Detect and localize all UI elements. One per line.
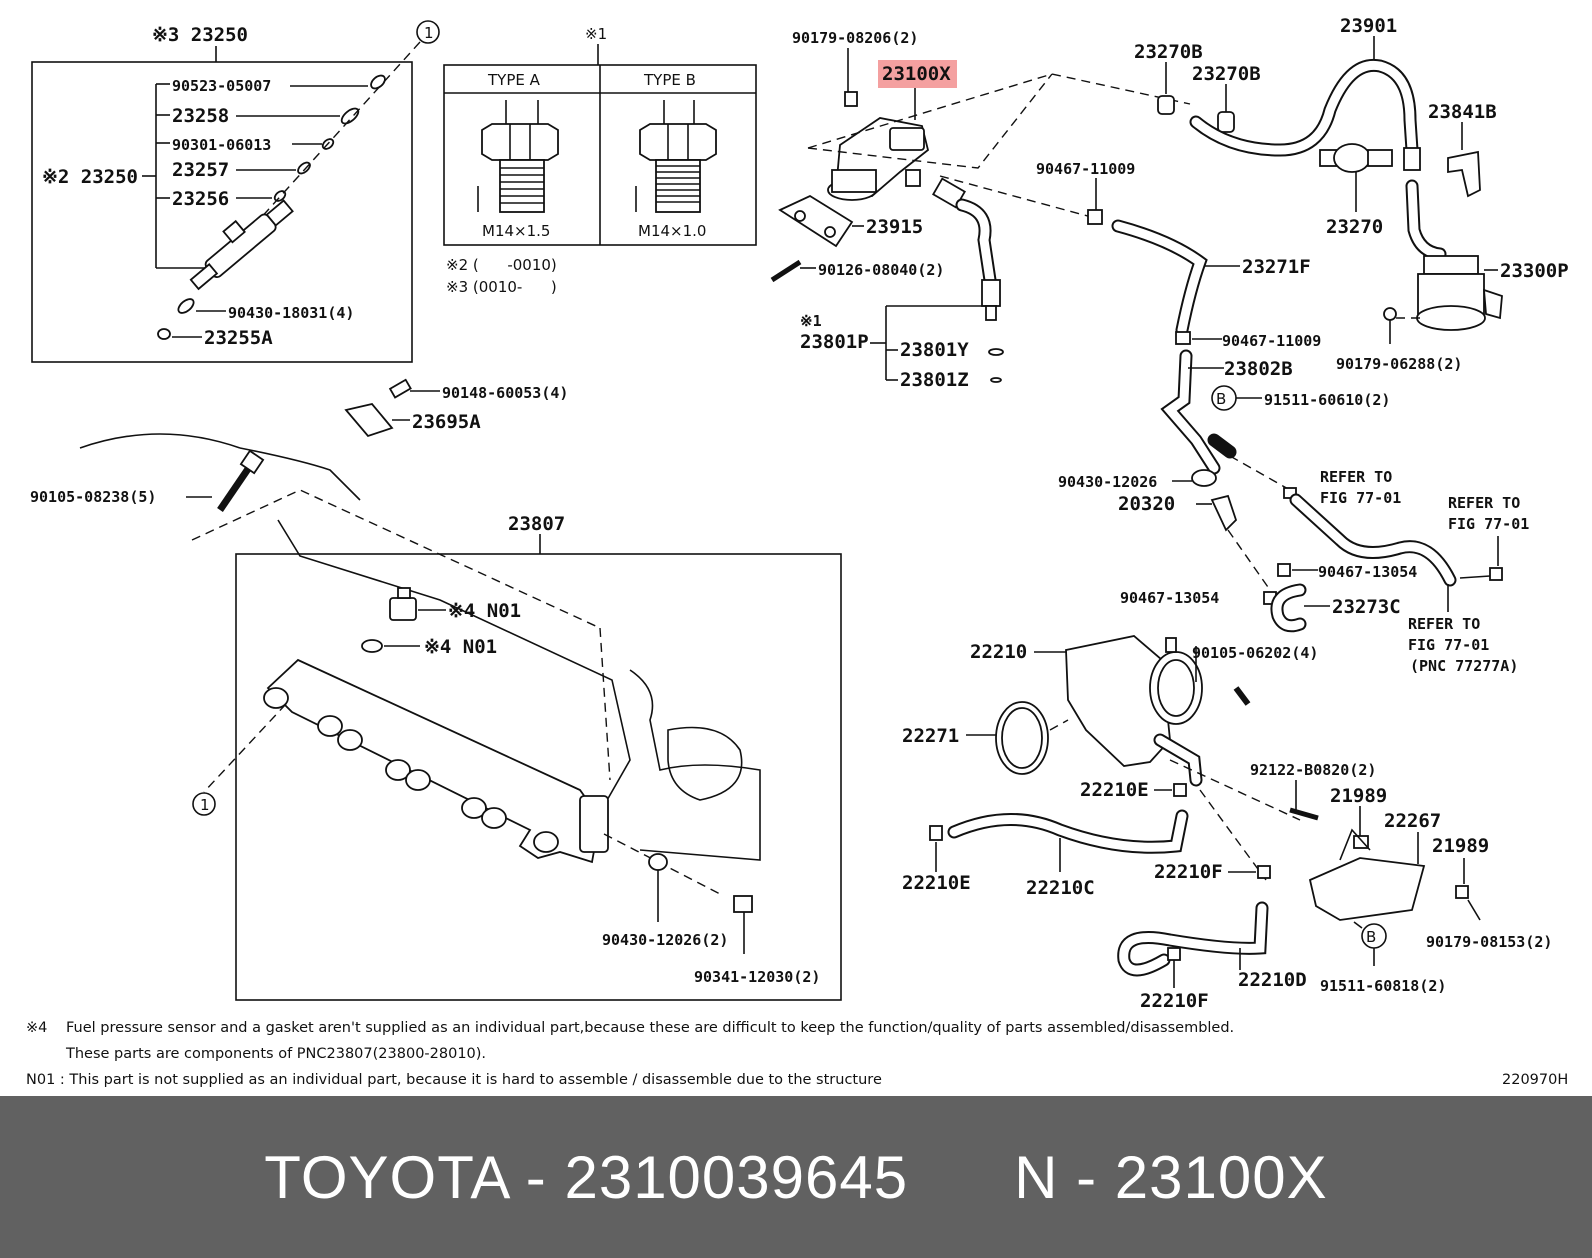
- refer-1b: FIG 77-01: [1320, 489, 1401, 507]
- label-23901: 23901: [1340, 15, 1397, 37]
- label-90105-06202: 90105-06202(4): [1192, 644, 1318, 662]
- label-22267: 22267: [1384, 810, 1441, 832]
- label-23300P: 23300P: [1500, 260, 1569, 282]
- injector-box-title: ※3 23250: [152, 24, 248, 46]
- label-n01-b: ※4 N01: [424, 636, 497, 658]
- label-90341-12030: 90341-12030(2): [694, 968, 820, 986]
- type-a-title: TYPE A: [487, 71, 541, 89]
- label-22271: 22271: [902, 725, 959, 747]
- label-23271F: 23271F: [1242, 256, 1311, 278]
- label-23256: 23256: [172, 188, 229, 210]
- label-91511-60610: 91511-60610(2): [1264, 391, 1390, 409]
- top-right-fuel-lines: 23270B 23270B 23901 23841B 23270 23300P …: [1134, 15, 1569, 373]
- label-90148-60053: 90148-60053(4): [442, 384, 568, 402]
- refer-2b: FIG 77-01: [1448, 515, 1529, 533]
- injector-side-label: ※2 23250: [42, 166, 138, 188]
- label-90301-06013: 90301-06013: [172, 136, 271, 154]
- label-20320: 20320: [1118, 493, 1175, 515]
- label-22210F-b: 22210F: [1140, 990, 1209, 1012]
- footer-bar: TOYOTA - 2310039645 N - 23100X: [0, 1096, 1592, 1258]
- note-4-line-2: These parts are components of PNC23807(2…: [65, 1046, 486, 1062]
- label-23270: 23270: [1326, 216, 1383, 238]
- footer-part-number: TOYOTA - 2310039645 N - 23100X: [264, 1143, 1328, 1211]
- label-90126-08040: 90126-08040(2): [818, 261, 944, 279]
- label-23807: 23807: [508, 513, 565, 535]
- label-22210C: 22210C: [1026, 877, 1095, 899]
- label-90179-08153: 90179-08153(2): [1426, 933, 1552, 951]
- label-23255A: 23255A: [204, 327, 273, 349]
- refer-3c: (PNC 77277A): [1410, 657, 1518, 675]
- label-23801P-mark: ※1: [800, 312, 822, 330]
- highlight-23100X: [878, 60, 957, 88]
- refer-3b: FIG 77-01: [1408, 636, 1489, 654]
- label-23270B-1: 23270B: [1134, 41, 1203, 63]
- type-b-thread: M14×1.0: [638, 222, 706, 240]
- type-a-thread: M14×1.5: [482, 222, 550, 240]
- throttle-body-area: 22210 90105-06202(4) 22271 22210E 92122-…: [902, 635, 1552, 1012]
- callout-b-2: B: [1366, 928, 1376, 946]
- type-legend-box: ※1 TYPE A TYPE B M14×1.5: [443, 25, 757, 296]
- label-23257: 23257: [172, 159, 229, 181]
- label-22210E-a: 22210E: [1080, 779, 1149, 801]
- refer-1: REFER TO: [1320, 468, 1392, 486]
- refer-2: REFER TO: [1448, 494, 1520, 512]
- label-23270B-2: 23270B: [1192, 63, 1261, 85]
- label-23273C: 23273C: [1332, 596, 1401, 618]
- callout-1-top: 1: [424, 24, 434, 42]
- label-n01-a: ※4 N01: [448, 600, 521, 622]
- label-90467-11009-b: 90467-11009: [1222, 332, 1321, 350]
- label-22210E-b: 22210E: [902, 872, 971, 894]
- type-note-2: ※2 ( -0010): [446, 256, 557, 274]
- label-23801P: 23801P: [800, 331, 869, 353]
- label-23801Y: 23801Y: [900, 339, 969, 361]
- callout-b-1: B: [1216, 390, 1226, 408]
- label-92122-B0820: 92122-B0820(2): [1250, 761, 1376, 779]
- notes: ※4 Fuel pressure sensor and a gasket are…: [26, 1020, 1568, 1088]
- label-23100X: 23100X: [882, 63, 951, 85]
- label-90105-08238: 90105-08238(5): [30, 488, 156, 506]
- label-21989-a: 21989: [1330, 785, 1387, 807]
- label-90523-05007: 90523-05007: [172, 77, 271, 95]
- mid-left-parts: 90148-60053(4) 23695A 90105-08238(5): [30, 378, 568, 512]
- label-23841B: 23841B: [1428, 101, 1497, 123]
- type-note-3: ※3 (0010- ): [446, 278, 557, 296]
- label-90179-06288: 90179-06288(2): [1336, 355, 1462, 373]
- type-mark: ※1: [585, 25, 607, 43]
- label-23695A: 23695A: [412, 411, 481, 433]
- label-23802B: 23802B: [1224, 358, 1293, 380]
- note-4-mark: ※4: [26, 1020, 47, 1036]
- label-91511-60818: 91511-60818(2): [1320, 977, 1446, 995]
- mid-right-hoses: 90467-11009 23271F 90467-11009 23802B B …: [1036, 160, 1529, 675]
- type-b-title: TYPE B: [643, 71, 696, 89]
- label-90467-13054-a: 90467-13054: [1318, 563, 1417, 581]
- refer-3: REFER TO: [1408, 615, 1480, 633]
- parts-diagram: ※3 23250 ※2 23250 90523-05007 23258 9030…: [26, 15, 1569, 1088]
- fuel-pump-area: 90179-08206(2) 23100X 23915 90126-08040(…: [770, 29, 1191, 391]
- label-22210D: 22210D: [1238, 969, 1307, 991]
- label-90179-08206: 90179-08206(2): [792, 29, 918, 47]
- label-22210F-a: 22210F: [1154, 861, 1223, 883]
- label-90430-12026-a: 90430-12026: [1058, 473, 1157, 491]
- figure-code: 220970H: [1502, 1072, 1568, 1088]
- label-23915: 23915: [866, 216, 923, 238]
- label-90467-13054-b: 90467-13054: [1120, 589, 1219, 607]
- label-90467-11009-a: 90467-11009: [1036, 160, 1135, 178]
- label-90430-12026-b: 90430-12026(2): [602, 931, 728, 949]
- label-23258: 23258: [172, 105, 229, 127]
- label-23801Z: 23801Z: [900, 369, 969, 391]
- fuel-rail-box: 23807 ※4 N01 ※4 N01 1 90430-12026(: [191, 489, 842, 1001]
- callout-1-bottom: 1: [200, 796, 210, 814]
- note-n01: N01 : This part is not supplied as an in…: [26, 1072, 882, 1088]
- injector-box: ※3 23250 ※2 23250 90523-05007 23258 9030…: [31, 20, 440, 363]
- label-21989-b: 21989: [1432, 835, 1489, 857]
- label-90430-18031: 90430-18031(4): [228, 304, 354, 322]
- note-4-line-1: Fuel pressure sensor and a gasket aren't…: [66, 1020, 1234, 1036]
- label-22210: 22210: [970, 641, 1027, 663]
